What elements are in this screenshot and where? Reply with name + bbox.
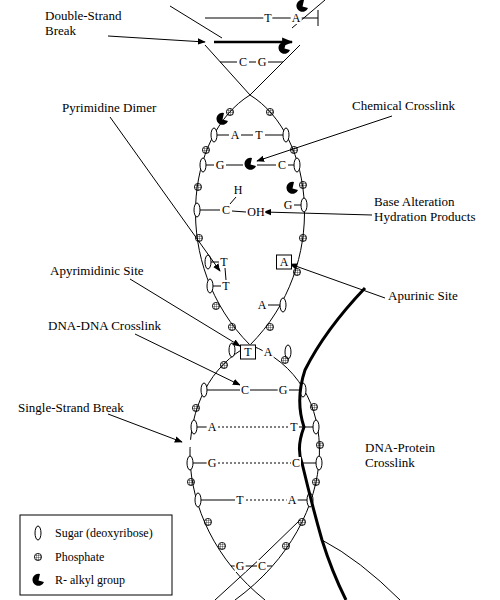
base-letter: C	[291, 457, 301, 469]
legend-text: Sugar (deoxyribose)	[55, 526, 153, 540]
base-letter: A	[287, 494, 298, 506]
base-letter: C	[221, 204, 231, 216]
phosphate-symbols	[187, 108, 323, 549]
site-letter: T	[242, 346, 254, 359]
callout-leaders	[108, 36, 392, 442]
damage-label: Single-Strand Break	[18, 400, 148, 415]
damage-label: Apurinic Site	[388, 288, 488, 303]
base-letter: C	[257, 560, 267, 572]
damage-label: DNA-DNA Crosslink	[48, 318, 178, 333]
base-letter: OH	[246, 206, 265, 218]
base-letter: G	[278, 384, 289, 396]
damage-label: Apyrimidinic Site	[50, 263, 170, 278]
dna-backbone	[170, 0, 325, 600]
break-arrow	[214, 41, 292, 44]
base-letter: T	[221, 280, 230, 292]
base-letter: A	[230, 129, 241, 141]
base-letter: C	[277, 159, 287, 171]
base-letter: T	[254, 129, 263, 141]
sugar-symbols	[187, 128, 322, 507]
site-box: A	[276, 255, 292, 270]
base-letter: T	[235, 494, 244, 506]
base-letter: C	[238, 56, 248, 68]
base-letter: A	[263, 346, 274, 358]
site-letter: A	[278, 256, 290, 269]
base-letter: A	[257, 299, 268, 311]
base-letter: G	[283, 199, 294, 211]
legend-box	[20, 515, 172, 595]
base-pair-bonds	[193, 62, 316, 566]
site-box: T	[240, 345, 256, 360]
damage-label: Pyrimidine Dimer	[62, 100, 182, 115]
damage-label: DNA-Protein Crosslink	[365, 440, 457, 470]
base-letter: G	[235, 560, 246, 572]
strand-gap	[183, 440, 197, 447]
base-letter: G	[257, 56, 268, 68]
alkyl-symbols	[216, 0, 308, 194]
legend-text: Phosphate	[55, 550, 104, 564]
base-letter: A	[291, 12, 302, 24]
base-letter: T	[289, 421, 298, 433]
legend-text: R- alkyl group	[55, 573, 125, 587]
base-letter: T	[263, 12, 272, 24]
base-letter: A	[207, 421, 218, 433]
base-letter: G	[215, 159, 226, 171]
damage-label: Double-Strand Break	[45, 8, 137, 38]
base-letter: G	[207, 457, 218, 469]
base-letter: C	[240, 384, 250, 396]
base-letter: H	[233, 184, 244, 196]
damage-label: Chemical Crosslink	[352, 98, 482, 113]
base-letter: T	[219, 256, 228, 268]
damage-label: Base Alteration Hydration Products	[374, 194, 492, 224]
